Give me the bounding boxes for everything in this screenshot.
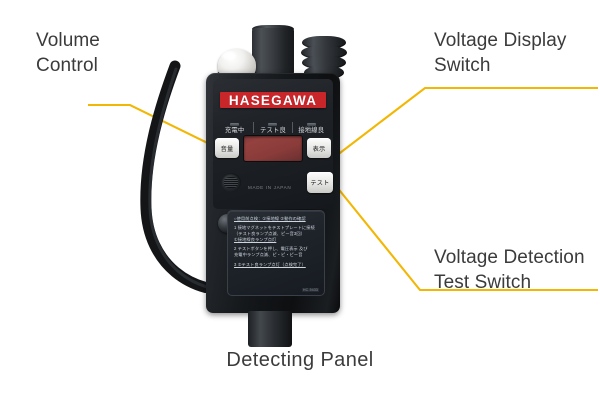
indicator-charging-label: 充電中 [224, 126, 245, 134]
indicator-ground-ok: 接地線良 [293, 122, 330, 134]
detecting-panel-device: HASEGAWA 充電中 テスト良 接地線良 音量 表示 テスト MAD [196, 25, 366, 347]
leader-line-display [335, 86, 598, 157]
instruction-plate: ○使用前点検：①接地線 ②動作の確認 1 接地マグネットをテストプレートに接続 … [227, 210, 325, 296]
leader-line-test [335, 185, 598, 292]
led-charging [230, 122, 240, 126]
leader-line-volume [88, 103, 233, 156]
bottom-connector-stub [248, 311, 292, 347]
indicator-test-ok-label: テスト良 [259, 126, 286, 134]
indicator-test-ok: テスト良 [254, 122, 291, 134]
origin-label: MADE IN JAPAN [248, 185, 292, 190]
indicator-charging: 充電中 [216, 122, 253, 134]
top-tube [252, 28, 294, 74]
display-and-buttons-row: 音量 表示 テスト [215, 136, 333, 193]
instruction-line: 1 接地マグネットをテストプレートに接続 [234, 225, 315, 231]
annotation-voltage-detection-test-switch: Voltage Detection Test Switch [434, 247, 585, 294]
instruction-heading: ○使用前点検：①接地線 ②動作の確認 [234, 216, 306, 221]
instruction-line: （テスト良ランプ点滅、ピー音3回） [234, 231, 305, 237]
instruction-line: 充電中ランプ点滅、ピ・ピ・ピー音 [234, 252, 303, 258]
indicator-divider [291, 122, 293, 133]
display-button[interactable]: 表示 [307, 138, 331, 158]
indicator-divider [253, 122, 255, 133]
test-button[interactable]: テスト [307, 172, 333, 193]
annotation-volume-control: Volume Control [36, 30, 100, 77]
power-cable [140, 60, 248, 293]
brand-logo: HASEGAWA [220, 92, 326, 108]
volume-button[interactable]: 音量 [215, 138, 239, 158]
indicator-ground-ok-label: 接地線良 [298, 126, 325, 134]
instruction-code: HC-9433 [302, 288, 319, 292]
indicator-row: 充電中 テスト良 接地線良 [216, 114, 330, 134]
instruction-line: 2 テストボタンを押し、電圧表示 及び [234, 246, 308, 252]
instruction-line: 3 ②テスト良ランプ点灯（点検完了） [234, 261, 306, 267]
speaker-grille [221, 173, 241, 192]
voltage-display [244, 136, 302, 161]
led-ground-ok [306, 122, 316, 126]
figure-caption: Detecting Panel [226, 349, 374, 371]
instruction-line: ①接地線良ランプ点灯 [234, 237, 277, 243]
led-test-ok [268, 122, 278, 126]
annotation-voltage-display-switch: Voltage Display Switch [434, 30, 567, 77]
